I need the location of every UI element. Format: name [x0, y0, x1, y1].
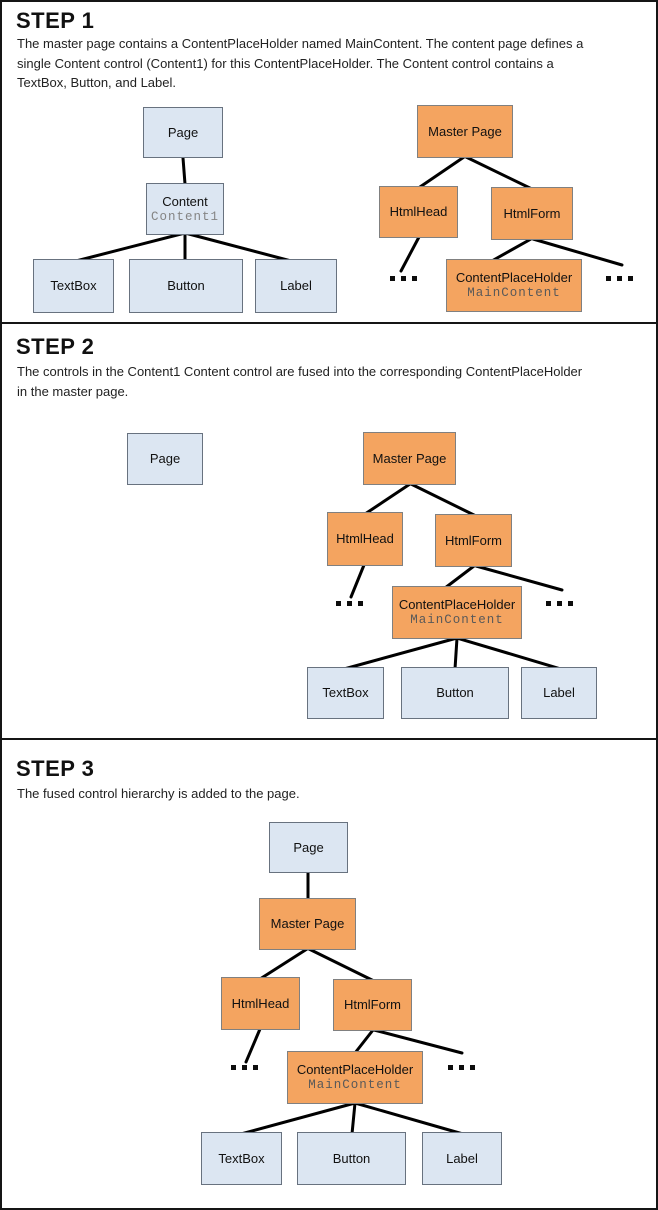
ellipsis-icon	[448, 1065, 475, 1070]
step-1-description: The master page contains a ContentPlaceH…	[17, 34, 583, 93]
node-label: Content	[162, 193, 208, 209]
node-label: Button	[167, 278, 205, 293]
node-label: Label	[446, 1150, 478, 1166]
node-label: Page	[293, 839, 324, 855]
step-2-title: STEP 2	[16, 334, 95, 359]
node-label: HtmlHead	[389, 204, 448, 219]
node-textbox: TextBox	[33, 259, 114, 313]
node-contentplaceholder: ContentPlaceHolder MainContent	[446, 259, 582, 312]
node-sublabel: MainContent	[308, 1078, 402, 1092]
step-1-description-line: The master page contains a ContentPlaceH…	[17, 36, 584, 51]
node-sublabel: MainContent	[410, 613, 504, 627]
node-label: HtmlHead	[231, 995, 290, 1011]
node-button: Button	[297, 1132, 406, 1185]
step-2-description: The controls in the Content1 Content con…	[17, 362, 582, 401]
node-label: HtmlHead	[336, 531, 394, 546]
step-1-description-line: TextBox, Button, and Label.	[17, 75, 176, 90]
node-label: Label	[280, 278, 312, 293]
node-label: Button	[332, 1150, 371, 1166]
node-htmlform: HtmlForm	[491, 187, 573, 240]
node-page: Page	[143, 107, 223, 158]
node-label: Master Page	[270, 916, 345, 931]
node-page: Page	[127, 433, 203, 485]
ellipsis-icon	[336, 601, 363, 606]
node-label: ContentPlaceHolder	[455, 270, 573, 285]
node-label: HtmlForm	[503, 205, 561, 221]
node-textbox: TextBox	[307, 667, 384, 719]
section-step-3	[0, 738, 658, 1210]
ellipsis-icon	[231, 1065, 258, 1070]
node-label-control: Label	[255, 259, 337, 313]
node-label: HtmlForm	[444, 532, 503, 548]
step-2-description-line: in the master page.	[17, 383, 129, 399]
node-label: Button	[436, 685, 474, 700]
ellipsis-icon	[606, 276, 633, 281]
node-master-page: Master Page	[417, 105, 513, 158]
node-page: Page	[269, 822, 348, 873]
step-1-title: STEP 1	[16, 8, 95, 33]
node-contentplaceholder: ContentPlaceHolder MainContent	[392, 586, 522, 639]
node-button: Button	[129, 259, 243, 313]
node-label: TextBox	[218, 1150, 265, 1166]
node-label: Master Page	[428, 123, 502, 139]
node-label: HtmlForm	[343, 997, 402, 1012]
node-label: Page	[167, 124, 199, 140]
node-sublabel: MainContent	[467, 286, 561, 300]
step-1-description-line: single Content control (Content1) for th…	[17, 55, 554, 71]
node-label-control: Label	[422, 1132, 502, 1185]
node-label: ContentPlaceHolder	[398, 597, 516, 612]
step-3-title: STEP 3	[16, 756, 95, 781]
node-label: TextBox	[322, 685, 369, 700]
node-label: Label	[543, 685, 575, 700]
node-label: TextBox	[50, 278, 97, 293]
node-htmlhead: HtmlHead	[379, 186, 458, 238]
node-content: Content Content1	[146, 183, 224, 235]
node-master-page: Master Page	[363, 432, 456, 485]
node-button: Button	[401, 667, 509, 719]
ellipsis-icon	[390, 276, 417, 281]
node-contentplaceholder: ContentPlaceHolder MainContent	[287, 1051, 423, 1104]
node-htmlhead: HtmlHead	[221, 977, 300, 1030]
node-master-page: Master Page	[259, 898, 356, 950]
node-textbox: TextBox	[201, 1132, 282, 1185]
node-htmlform: HtmlForm	[333, 979, 412, 1031]
node-htmlform: HtmlForm	[435, 514, 512, 567]
node-sublabel: Content1	[150, 209, 219, 224]
ellipsis-icon	[546, 601, 573, 606]
node-label: Master Page	[372, 450, 447, 466]
node-label-control: Label	[521, 667, 597, 719]
node-label: ContentPlaceHolder	[296, 1062, 414, 1077]
step-3-description: The fused control hierarchy is added to …	[17, 784, 300, 804]
step-3-description-line: The fused control hierarchy is added to …	[17, 786, 300, 801]
node-htmlhead: HtmlHead	[327, 512, 403, 566]
step-2-description-line: The controls in the Content1 Content con…	[17, 364, 583, 379]
node-label: Page	[149, 451, 181, 466]
